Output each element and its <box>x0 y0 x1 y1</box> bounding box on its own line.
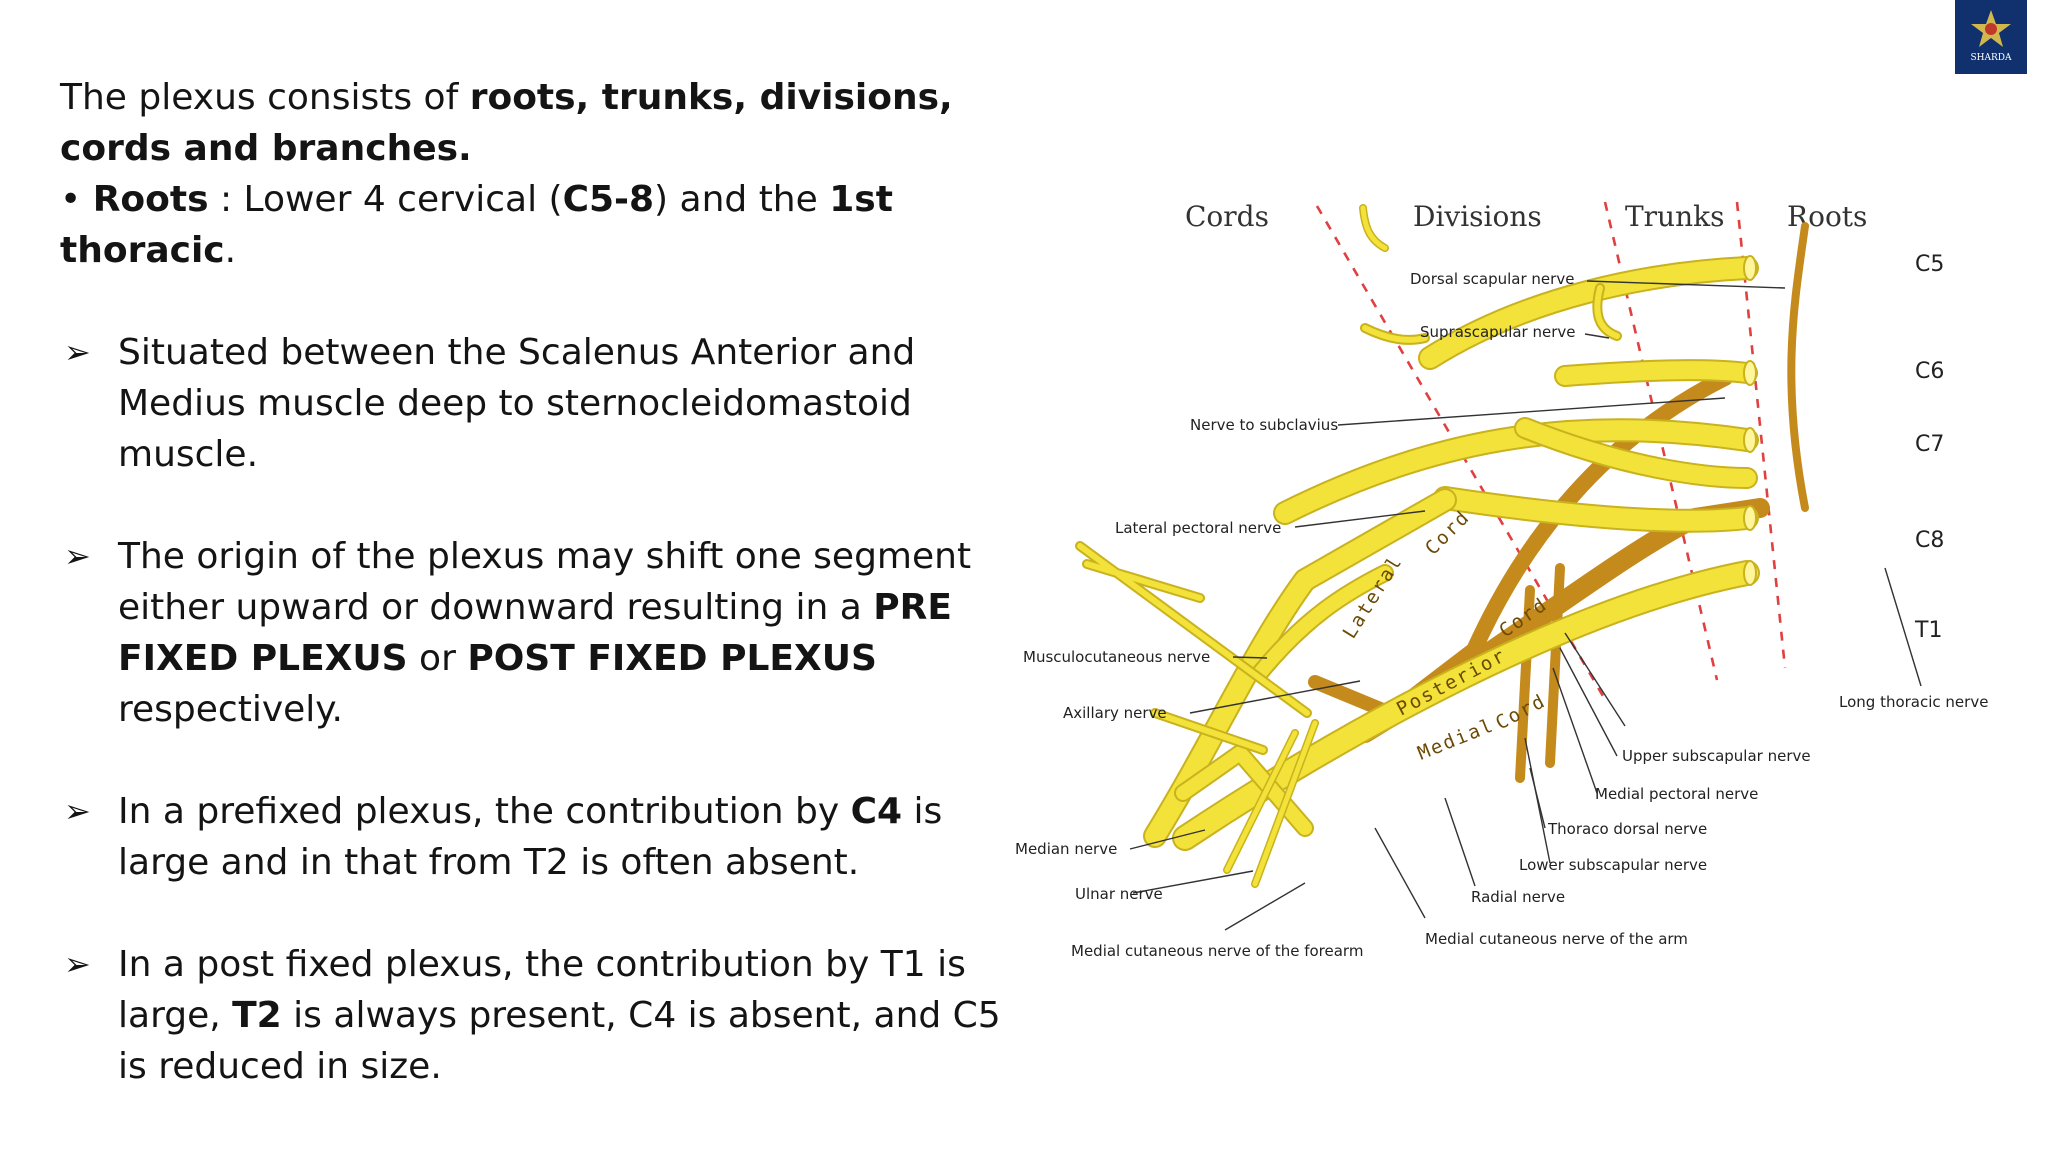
roots-bullet: • <box>60 179 93 220</box>
label-lateral-pectoral: Lateral pectoral nerve <box>1115 519 1281 537</box>
brachial-plexus-diagram: Cords Divisions Trunks Roots <box>1015 200 1988 960</box>
logo-emblem-icon: SHARDA <box>1955 0 2027 74</box>
label-medial-pectoral: Medial pectoral nerve <box>1595 785 1758 803</box>
medial-cord-label: Medial <box>1415 714 1498 765</box>
root-label-c8: C8 <box>1915 528 1944 553</box>
bullet-text: The origin of the plexus may shift one s… <box>118 536 972 628</box>
label-lower-subscapular: Lower subscapular nerve <box>1519 856 1707 874</box>
root-label-t1: T1 <box>1914 618 1942 643</box>
label-medial-cut-arm: Medial cutaneous nerve of the arm <box>1425 930 1688 948</box>
intro-bold: roots, trunks, divisions, cords and bran… <box>60 77 953 169</box>
bullet-text: respectively. <box>118 689 343 730</box>
label-musculocutaneous: Musculocutaneous nerve <box>1023 648 1210 666</box>
posterior-cord-label: Posterior <box>1393 644 1510 720</box>
label-medial-cut-forearm: Medial cutaneous nerve of the forearm <box>1071 942 1363 960</box>
bullet-text: Situated between the Scalenus Anterior a… <box>118 332 916 475</box>
header-cords: Cords <box>1185 200 1269 233</box>
text-column: The plexus consists of roots, trunks, di… <box>60 72 1020 1092</box>
label-long-thoracic: Long thoracic nerve <box>1839 693 1988 711</box>
arrow-bullet-icon: ➢ <box>64 945 91 983</box>
bullet-bold: C4 <box>850 791 903 832</box>
label-thoracodorsal: Thoraco dorsal nerve <box>1547 820 1707 838</box>
nerve-trunks <box>1075 204 1760 888</box>
bullet-text: is always present, C4 is absent, and C5 … <box>118 995 1001 1087</box>
roots-text: : Lower 4 cervical ( <box>208 179 563 220</box>
header-divisions: Divisions <box>1413 200 1542 233</box>
university-logo: SHARDA <box>1955 0 2027 74</box>
root-label-c6: C6 <box>1915 359 1944 384</box>
label-suprascapular: Suprascapular nerve <box>1420 323 1576 341</box>
label-median: Median nerve <box>1015 840 1117 858</box>
roots-term: Roots <box>92 179 209 220</box>
bullet-item: ➢ Situated between the Scalenus Anterior… <box>60 327 1020 480</box>
label-radial: Radial nerve <box>1471 888 1565 906</box>
bullet-item: ➢ The origin of the plexus may shift one… <box>60 531 1020 735</box>
label-axillary: Axillary nerve <box>1063 704 1167 722</box>
roots-paragraph: • Roots : Lower 4 cervical (C5-8) and th… <box>60 174 1020 276</box>
bullet-item: ➢ In a prefixed plexus, the contribution… <box>60 786 1020 888</box>
logo-text: SHARDA <box>1970 53 2012 63</box>
roots-thoracic: 1st thoracic <box>60 179 893 271</box>
label-upper-subscapular: Upper subscapular nerve <box>1622 747 1811 765</box>
leader-lines <box>1129 280 1922 931</box>
roots-text: ) and the <box>654 179 830 220</box>
bullet-text: In a post fixed plexus, the contribution… <box>118 944 966 1036</box>
roots-text: . <box>224 230 237 271</box>
bullet-bold: POST FIXED PLEXUS <box>467 638 877 679</box>
label-ulnar: Ulnar nerve <box>1075 885 1163 903</box>
label-dorsal-scapular: Dorsal scapular nerve <box>1410 270 1574 288</box>
bullet-bold: T2 <box>232 995 282 1036</box>
bullet-text: is large and in that from T2 is often ab… <box>118 791 943 883</box>
header-roots: Roots <box>1787 200 1867 233</box>
bullet-list: ➢ Situated between the Scalenus Anterior… <box>60 327 1020 1092</box>
root-label-c7: C7 <box>1915 432 1944 457</box>
roots-range: C5-8 <box>562 179 655 220</box>
arrow-bullet-icon: ➢ <box>64 792 91 830</box>
arrow-bullet-icon: ➢ <box>64 333 91 371</box>
root-ends <box>1743 255 1757 586</box>
label-subclavius: Nerve to subclavius <box>1190 416 1338 434</box>
bullet-text: or <box>407 638 468 679</box>
arrow-bullet-icon: ➢ <box>64 537 91 575</box>
bullet-item: ➢ In a post fixed plexus, the contributi… <box>60 939 1020 1092</box>
intro-paragraph: The plexus consists of roots, trunks, di… <box>60 72 1020 174</box>
header-trunks: Trunks <box>1625 200 1724 233</box>
intro-text: The plexus consists of <box>60 77 470 118</box>
bullet-bold: PRE FIXED PLEXUS <box>118 587 952 679</box>
bullet-text: In a prefixed plexus, the contribution b… <box>118 791 851 832</box>
root-label-c5: C5 <box>1915 252 1944 277</box>
